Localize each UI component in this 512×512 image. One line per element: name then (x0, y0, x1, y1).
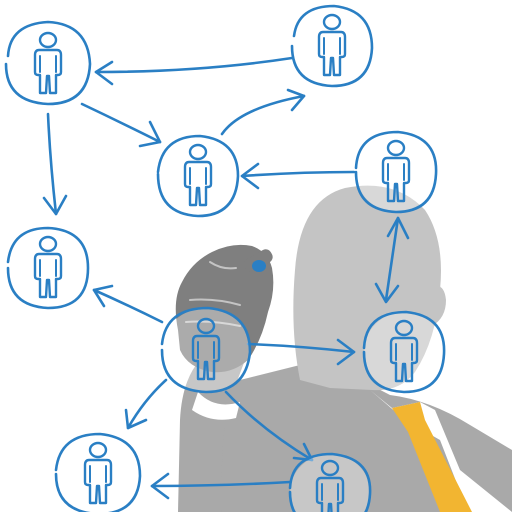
node-n2 (290, 4, 374, 88)
arrowhead (138, 120, 162, 148)
node-n5 (354, 130, 438, 214)
arrowhead (286, 88, 306, 112)
arrowhead (92, 284, 114, 308)
edge-n5-n3 (240, 170, 356, 178)
edge-n7-n6 (246, 342, 356, 354)
edge-n7-n4 (92, 288, 164, 324)
arrowhead (94, 60, 114, 86)
node-n3 (156, 134, 240, 218)
edge-n7-n9 (224, 390, 314, 462)
edge-n9-n8 (150, 480, 292, 488)
arrowhead (386, 216, 410, 240)
node-n8 (54, 432, 142, 512)
diagram-nodes (4, 4, 446, 512)
arrowhead (292, 442, 314, 462)
diagram-edges (42, 56, 410, 500)
necktie (392, 402, 472, 512)
marker-pen-icon (244, 249, 273, 272)
edge-n1-n4 (46, 112, 58, 216)
edge-n7-n8 (126, 378, 168, 430)
node-n6 (362, 310, 446, 394)
arrowhead (124, 408, 148, 430)
raised-arm (178, 340, 245, 512)
arrowhead (336, 338, 356, 366)
edge-n5-n6 (384, 216, 400, 302)
node-n9 (288, 452, 372, 512)
arrowhead (150, 472, 170, 500)
edge-n2-n1 (94, 56, 294, 74)
node-n4 (6, 226, 90, 310)
sleeve-cuff (192, 392, 240, 420)
arrowhead (42, 194, 68, 216)
edge-n3-n2 (220, 94, 306, 136)
arrowhead (240, 162, 260, 190)
edge-n1-n3 (80, 102, 162, 144)
arrowhead (374, 282, 400, 304)
node-n1 (4, 20, 92, 106)
ear-silhouette (428, 285, 446, 326)
node-n7 (160, 306, 252, 394)
